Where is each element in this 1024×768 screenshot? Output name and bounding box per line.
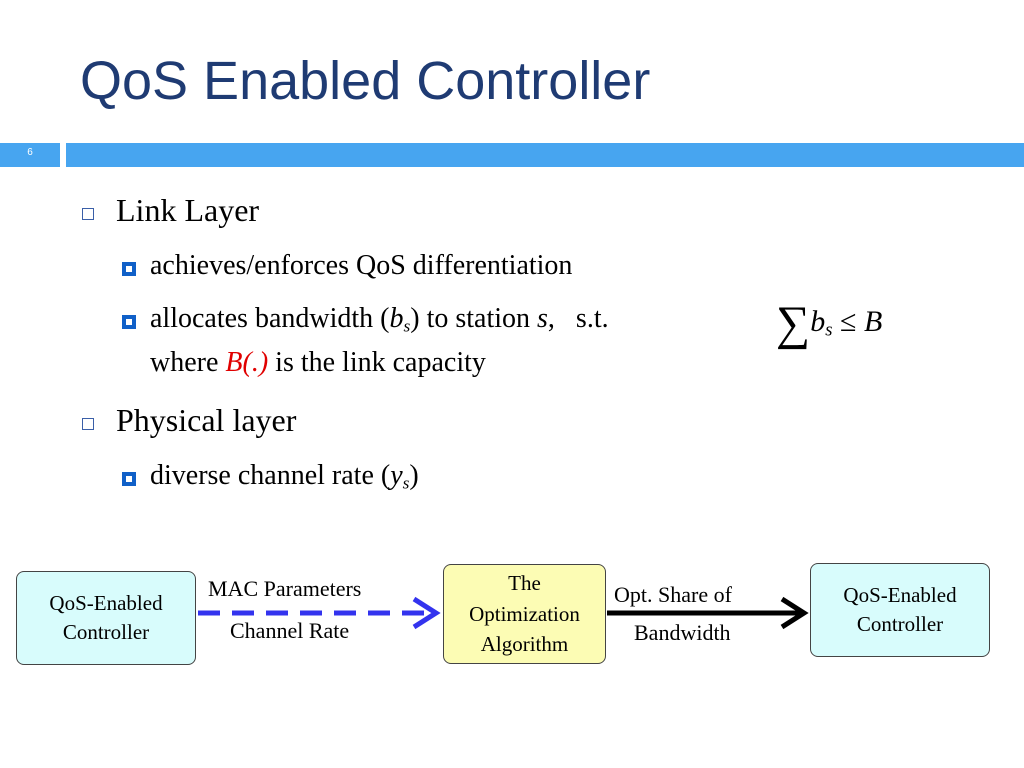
filled-square-bullet-icon	[122, 472, 136, 486]
label-opt-share: Opt. Share of	[614, 582, 732, 607]
slide-number: 6	[27, 147, 33, 158]
sub-bullet-text: achieves/enforces QoS differentiation	[150, 250, 573, 281]
text-part: where	[150, 347, 226, 378]
sub-s: s	[402, 473, 410, 493]
box-line: Algorithm	[480, 632, 569, 657]
text-part: )	[409, 460, 419, 491]
bar-right-segment	[66, 143, 1024, 167]
box-line: Controller	[856, 612, 944, 636]
filled-square-bullet-icon	[122, 315, 136, 329]
formula-b: b	[810, 305, 826, 338]
box-line: Optimization	[469, 601, 580, 626]
text-part: ) to station	[410, 303, 538, 334]
text-part: allocates bandwidth (	[150, 303, 390, 334]
title-divider-bar: 6	[0, 143, 1024, 167]
label-bandwidth: Bandwidth	[634, 620, 731, 645]
bar-left-segment	[0, 143, 60, 167]
dashed-arrow-head	[412, 596, 441, 630]
sub-bullet-text: allocates bandwidth (bs) to station s, s…	[150, 303, 609, 335]
var-s: s	[537, 303, 548, 334]
slide-title: QoS Enabled Controller	[80, 51, 651, 111]
var-y: y	[390, 460, 403, 491]
capacity-var: B(.)	[225, 347, 269, 378]
bullet-text: Link Layer	[116, 192, 260, 228]
hollow-square-bullet-icon	[82, 208, 94, 220]
var-b: b	[389, 303, 404, 334]
box-line: QoS-Enabled	[49, 590, 163, 615]
constraint-formula: ∑bs ≤ B	[776, 296, 882, 351]
bullet-text: Physical layer	[116, 402, 297, 438]
text-part: diverse channel rate (	[150, 460, 391, 491]
sub-s: s	[403, 316, 411, 336]
sub-bullet-text: diverse channel rate (ys)	[150, 460, 419, 492]
box-line: QoS-Enabled	[843, 582, 957, 607]
text-part: , s.t.	[547, 303, 609, 334]
formula-B: B	[863, 305, 883, 338]
hollow-square-bullet-icon	[82, 418, 94, 430]
text-part: is the link capacity	[268, 347, 486, 378]
label-channel-rate: Channel Rate	[230, 618, 350, 643]
formula-leq: ≤	[832, 305, 864, 338]
formula-sub-s: s	[825, 319, 833, 341]
label-mac-parameters: MAC Parameters	[208, 576, 362, 601]
box-line: The	[508, 571, 541, 596]
sigma-symbol: ∑	[776, 297, 811, 350]
solid-arrow-head	[780, 596, 809, 630]
sub-bullet-text: where B(.) is the link capacity	[150, 347, 486, 379]
box-line: Controller	[62, 620, 150, 644]
filled-square-bullet-icon	[122, 262, 136, 276]
